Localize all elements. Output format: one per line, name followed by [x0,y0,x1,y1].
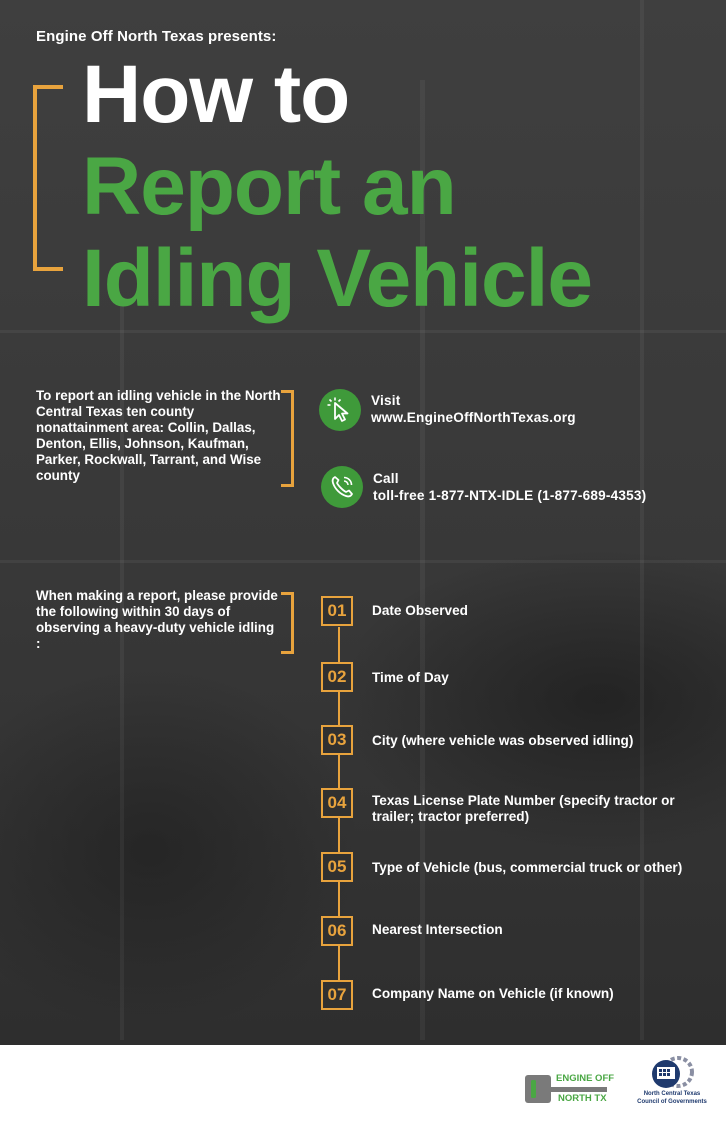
nctcog-name-line-2: Council of Governments [637,1099,707,1105]
step-label: Company Name on Vehicle (if known) [372,986,614,1001]
report-info-bracket [281,592,294,654]
footer [0,1045,726,1122]
step-label: Texas License Plate Number (specify trac… [372,793,675,824]
cursor-click-icon [319,389,361,431]
logo-line-2: NORTH TX [558,1093,607,1104]
nctcog-name-line-1: North Central Texas [643,1091,701,1097]
step-label: City (where vehicle was observed idling) [372,733,634,748]
background-line [640,0,644,1040]
area-info-text: To report an idling vehicle in the North… [36,388,281,483]
engine-off-logo [525,1075,607,1103]
background-line [0,330,726,333]
step-number-box: 02 [321,662,353,692]
step-number-box: 05 [321,852,353,882]
phone-icon [321,466,363,508]
step-number-box: 01 [321,596,353,626]
step-number-box: 04 [321,788,353,818]
step-label: Date Observed [372,603,468,618]
website-link[interactable]: www.EngineOffNorthTexas.org [371,410,576,425]
report-info-text: When making a report, please provide the… [36,588,278,651]
area-info-bracket [281,390,294,487]
poster: Engine Off North Texas presents: How to … [0,0,726,1045]
call-label: Call [373,471,399,486]
presents-text: Engine Off North Texas presents: [36,28,277,45]
title-line-3: Idling Vehicle [82,233,593,324]
call-contact: Call toll-free 1-877-NTX-IDLE (1-877-689… [373,470,646,504]
background-line [420,80,425,1040]
background-line [120,300,124,1040]
visit-contact: Visit www.EngineOffNorthTexas.org [371,392,576,426]
step-number-box: 06 [321,916,353,946]
background-line [0,560,726,563]
title-bracket [33,85,63,271]
step-label: Time of Day [372,670,449,685]
step-number-box: 03 [321,725,353,755]
nctcog-logo [652,1056,694,1088]
title-line-2: Report an [82,141,457,232]
step-label: Type of Vehicle (bus, commercial truck o… [372,860,683,875]
phone-number-link[interactable]: toll-free 1-877-NTX-IDLE (1-877-689-4353… [373,488,647,503]
step-label: Nearest Intersection [372,922,503,937]
logo-line-1: ENGINE OFF [556,1073,615,1084]
visit-label: Visit [371,393,401,408]
title-line-1: How to [82,49,350,140]
step-number-box: 07 [321,980,353,1010]
